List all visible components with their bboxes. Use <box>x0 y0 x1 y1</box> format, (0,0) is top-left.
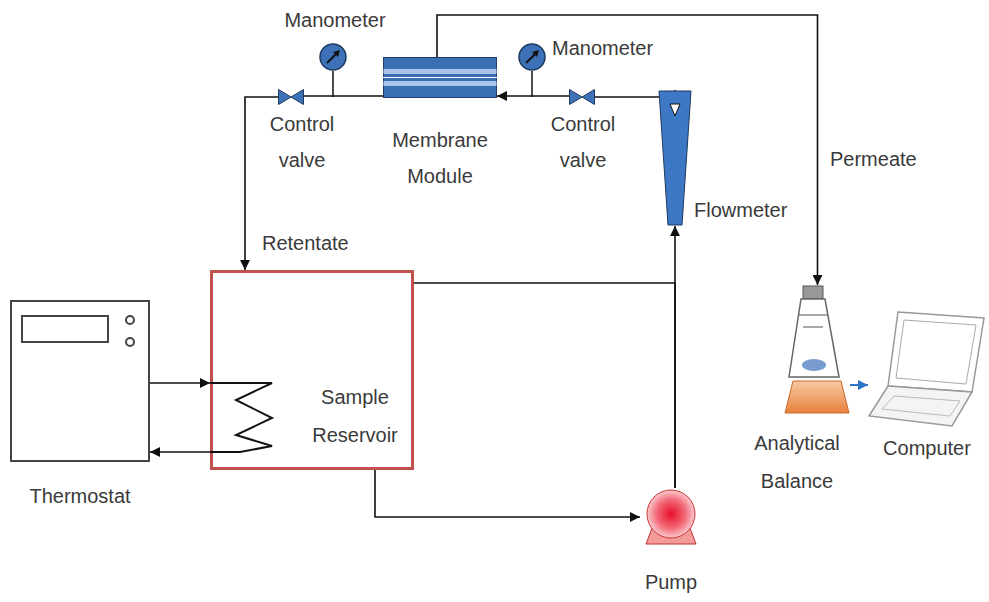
component-label: Control valve <box>252 106 352 178</box>
flow-line <box>375 470 640 517</box>
computer-symbol <box>868 308 986 430</box>
control-valve-symbol <box>278 89 304 105</box>
flow-line <box>150 382 210 384</box>
pressure-gauge-symbol <box>518 43 546 71</box>
component-label: Computer <box>868 436 986 460</box>
flow-line <box>150 451 210 453</box>
thermostat-symbol <box>10 300 150 462</box>
flowmeter-symbol <box>658 90 692 226</box>
flow-line <box>497 95 569 97</box>
sample-reservoir: Sample Reservoir <box>210 270 414 470</box>
control-valve: Control valve <box>533 89 633 178</box>
component-label: Control valve <box>533 106 633 178</box>
component-label: Manometer <box>552 36 682 60</box>
component-label: Sample Reservoir <box>300 378 410 454</box>
component-label: Membrane Module <box>375 122 505 194</box>
stream-label: Permeate <box>828 148 919 171</box>
pump-symbol <box>640 488 702 546</box>
gauge-stem <box>531 71 533 97</box>
pressure-gauge: Manometer <box>279 8 391 71</box>
thermostat: Thermostat <box>10 300 150 508</box>
flow-line <box>375 270 675 488</box>
component-label: Pump <box>636 570 706 594</box>
flow-line <box>437 15 818 285</box>
flowmeter: Flowmeter <box>658 90 814 226</box>
component-label: Manometer <box>279 8 391 32</box>
computer: Computer <box>868 308 986 460</box>
pressure-gauge-symbol <box>319 43 347 71</box>
pump: Pump <box>636 488 706 594</box>
component-label: Flowmeter <box>694 198 814 222</box>
gauge-stem <box>332 71 334 97</box>
control-valve-symbol <box>569 89 595 105</box>
data-cable <box>850 384 868 386</box>
membrane-module-symbol <box>383 57 497 98</box>
control-valve: Control valve <box>252 89 352 178</box>
pressure-gauge: Manometer <box>518 36 682 71</box>
component-label: Thermostat <box>10 484 150 508</box>
flow-line <box>304 95 383 97</box>
component-label: Analytical Balance <box>735 424 859 500</box>
analytical-balance-symbol <box>785 285 850 415</box>
stream-label: Retentate <box>260 232 351 255</box>
analytical-balance: Analytical Balance <box>735 285 859 500</box>
membrane-module: Membrane Module <box>375 57 505 194</box>
